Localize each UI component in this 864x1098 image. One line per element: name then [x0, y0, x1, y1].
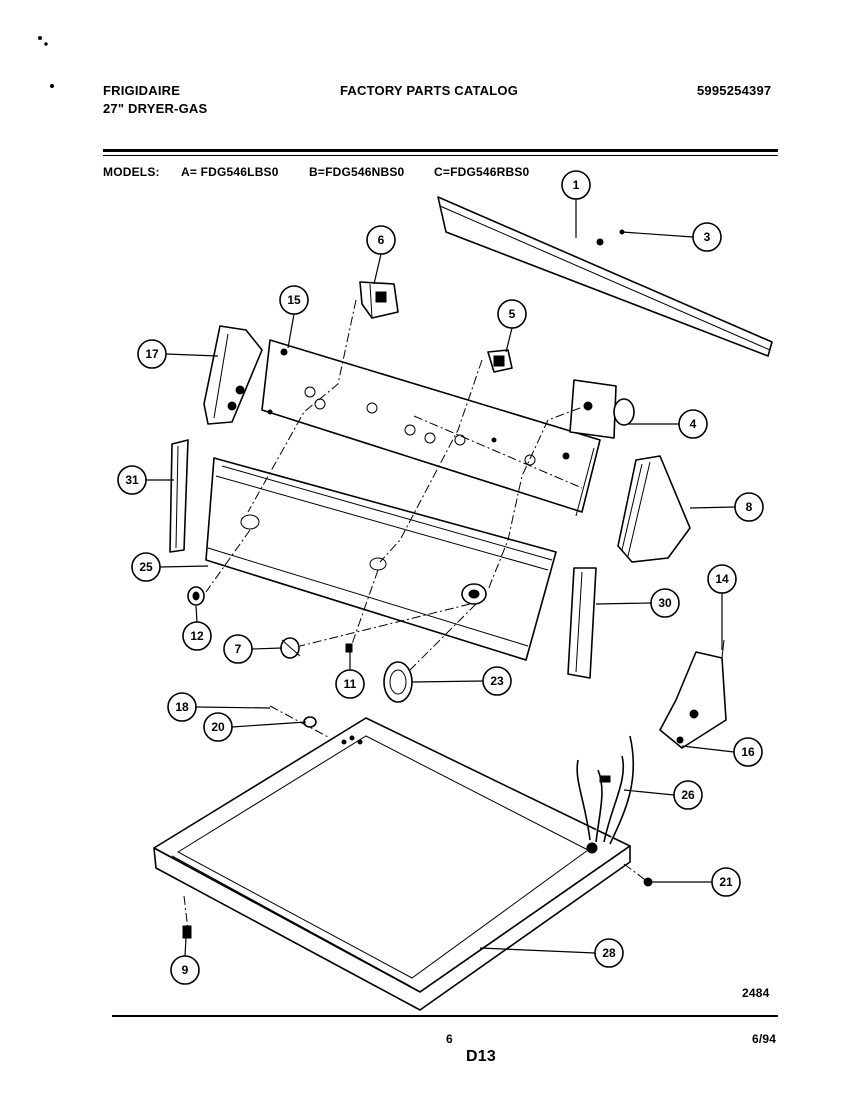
svg-text:6: 6 [378, 233, 385, 247]
product-name: 27" DRYER-GAS [103, 101, 208, 116]
callout-21: 21 [711, 867, 741, 897]
console-back-panel-part [437, 196, 773, 357]
callout-14: 14 [707, 564, 737, 594]
svg-text:8: 8 [746, 500, 753, 514]
callout-30: 30 [650, 588, 680, 618]
svg-text:28: 28 [602, 946, 616, 960]
callout-12: 12 [182, 621, 212, 651]
svg-text:12: 12 [190, 629, 204, 643]
catalog-number: 5995254397 [697, 83, 772, 98]
callout-1: 1 [561, 170, 591, 200]
svg-text:14: 14 [715, 572, 729, 586]
callout-5: 5 [497, 299, 527, 329]
svg-text:25: 25 [139, 560, 153, 574]
models-label: MODELS: [103, 165, 160, 179]
model-c: C=FDG546RBS0 [434, 165, 530, 179]
svg-text:4: 4 [690, 417, 697, 431]
callout-7: 7 [223, 634, 253, 664]
callout-9: 9 [170, 955, 200, 985]
small-hardware-parts [187, 586, 413, 703]
leader-lines [146, 199, 736, 957]
model-a: A= FDG546LBS0 [181, 165, 279, 179]
svg-text:16: 16 [741, 745, 755, 759]
catalog-title: FACTORY PARTS CATALOG [340, 83, 519, 98]
callout-25: 25 [131, 552, 161, 582]
svg-text:3: 3 [704, 230, 711, 244]
svg-text:21: 21 [719, 875, 733, 889]
footer-rule [112, 1015, 778, 1017]
callout-20: 20 [203, 712, 233, 742]
svg-text:17: 17 [145, 347, 159, 361]
svg-text:23: 23 [490, 674, 504, 688]
header-rule-thin [103, 155, 778, 156]
callout-16: 16 [733, 737, 763, 767]
callout-23: 23 [482, 666, 512, 696]
left-trim-part [169, 439, 189, 553]
callout-6: 6 [366, 225, 396, 255]
top-cover-part [153, 717, 631, 1011]
svg-text:20: 20 [211, 720, 225, 734]
assembly-lines [205, 299, 583, 671]
gas-valve-part [659, 639, 727, 749]
callout-3: 3 [692, 222, 722, 252]
callout-26: 26 [673, 780, 703, 810]
callout-17: 17 [137, 339, 167, 369]
svg-text:15: 15 [287, 293, 301, 307]
page-number: 6 [446, 1032, 453, 1046]
callout-8: 8 [734, 492, 764, 522]
timer-part [569, 379, 635, 439]
callout-15: 15 [279, 285, 309, 315]
panel-front-part [205, 457, 557, 661]
svg-text:9: 9 [182, 963, 189, 977]
brand-name: FRIGIDAIRE [103, 83, 181, 98]
callout-31: 31 [117, 465, 147, 495]
svg-text:5: 5 [509, 307, 516, 321]
callout-11: 11 [335, 669, 365, 699]
svg-text:31: 31 [125, 473, 139, 487]
leg-part [182, 895, 192, 939]
right-trim-part [567, 567, 597, 679]
small-switch-part [487, 349, 513, 373]
svg-text:7: 7 [235, 642, 242, 656]
svg-text:18: 18 [175, 700, 189, 714]
date-code: 6/94 [752, 1032, 777, 1046]
svg-text:1: 1 [573, 178, 580, 192]
callout-28: 28 [594, 938, 624, 968]
switch-part [359, 281, 399, 319]
control-panel-part [261, 339, 601, 517]
callout-4: 4 [678, 409, 708, 439]
header-rule-thick [103, 149, 778, 152]
svg-text:26: 26 [681, 788, 695, 802]
right-end-cap-part [617, 455, 691, 563]
model-b: B=FDG546NBS0 [309, 165, 405, 179]
wiring-harness-part [576, 735, 635, 854]
section-code: D13 [466, 1048, 496, 1065]
drawing-number: 2484 [742, 986, 770, 1000]
svg-text:30: 30 [658, 596, 672, 610]
left-end-cap-part [203, 325, 263, 425]
svg-text:11: 11 [344, 677, 357, 691]
callout-18: 18 [167, 692, 197, 722]
